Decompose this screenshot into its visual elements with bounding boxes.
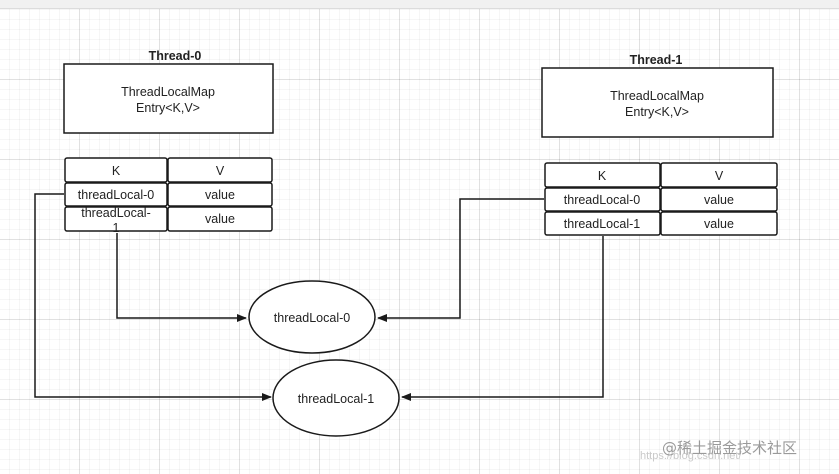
canvas-top-bar — [0, 0, 839, 9]
thread-1-entry-table: K V threadLocal-0 value threadLocal-1 va… — [544, 162, 778, 236]
threadlocal-0-label: threadLocal-0 — [274, 311, 350, 325]
thread-1-row-0-key: threadLocal-0 — [564, 193, 640, 207]
thread-1-map-entry: Entry<K,V> — [625, 105, 689, 119]
thread-1-header-k: K — [598, 169, 607, 183]
watermark-text: @稀土掘金技术社区 — [662, 439, 797, 457]
thread-1-row-1-key: threadLocal-1 — [564, 217, 640, 231]
thread-1-header-v-cell[interactable] — [660, 162, 778, 188]
thread-0-row-1-key-wrap: 1 — [113, 221, 120, 235]
thread-0-map-box[interactable]: ThreadLocalMap Entry<K,V> — [63, 63, 274, 134]
thread-1-row-0-key-cell[interactable] — [544, 187, 661, 212]
thread-0-header-v-cell[interactable] — [167, 157, 273, 183]
thread-0-header-k-cell[interactable] — [64, 157, 168, 183]
thread-0-row-1-key: threadLocal- — [81, 206, 151, 220]
watermark-url: https://blog.csdn.net/ — [640, 450, 742, 462]
thread-0-row-1-value: value — [205, 212, 235, 226]
thread-0-row-0-key: threadLocal-0 — [78, 188, 154, 202]
thread-1-map-box[interactable]: ThreadLocalMap Entry<K,V> — [541, 67, 774, 138]
thread-0-tl1-to-tl0-arrow[interactable] — [116, 233, 247, 322]
thread-0-map-name: ThreadLocalMap — [121, 85, 215, 99]
thread-0-header-v: V — [216, 164, 225, 178]
threadlocal-1-label: threadLocal-1 — [298, 392, 374, 406]
thread-0-map-entry: Entry<K,V> — [136, 101, 200, 115]
threadlocal-1-node[interactable]: threadLocal-1 — [272, 359, 400, 437]
thread-0-header-k: K — [112, 164, 121, 178]
thread-1-row-1-key-cell[interactable] — [544, 211, 661, 236]
threadlocal-0-node[interactable]: threadLocal-0 — [248, 280, 376, 354]
thread-0-title: Thread-0 — [149, 49, 202, 63]
thread-1-map-name: ThreadLocalMap — [610, 89, 704, 103]
thread-1-header-v: V — [715, 169, 724, 183]
thread-0-row-0-value-cell[interactable] — [167, 182, 273, 207]
thread-1-row-1-value-cell[interactable] — [660, 211, 778, 236]
thread-1-tl1-to-tl1-arrow[interactable] — [401, 236, 604, 401]
thread-1-row-0-value-cell[interactable] — [660, 187, 778, 212]
thread-0-entry-table: K V threadLocal-0 value threadLocal- 1 v… — [64, 157, 273, 235]
thread-0-row-1-value-cell[interactable] — [167, 206, 273, 232]
thread-1-row-1-value: value — [704, 217, 734, 231]
thread-1-row-0-value: value — [704, 193, 734, 207]
thread-1-header-k-cell[interactable] — [544, 162, 661, 188]
thread-0-row-1-key-cell[interactable] — [64, 206, 168, 232]
thread-1-title: Thread-1 — [630, 53, 683, 67]
thread-0-row-0-key-cell[interactable] — [64, 182, 168, 207]
thread-1-tl0-to-tl0-arrow[interactable] — [377, 198, 544, 322]
thread-0-row-0-value: value — [205, 188, 235, 202]
thread-0-tl0-to-tl1-arrow[interactable] — [34, 193, 272, 401]
